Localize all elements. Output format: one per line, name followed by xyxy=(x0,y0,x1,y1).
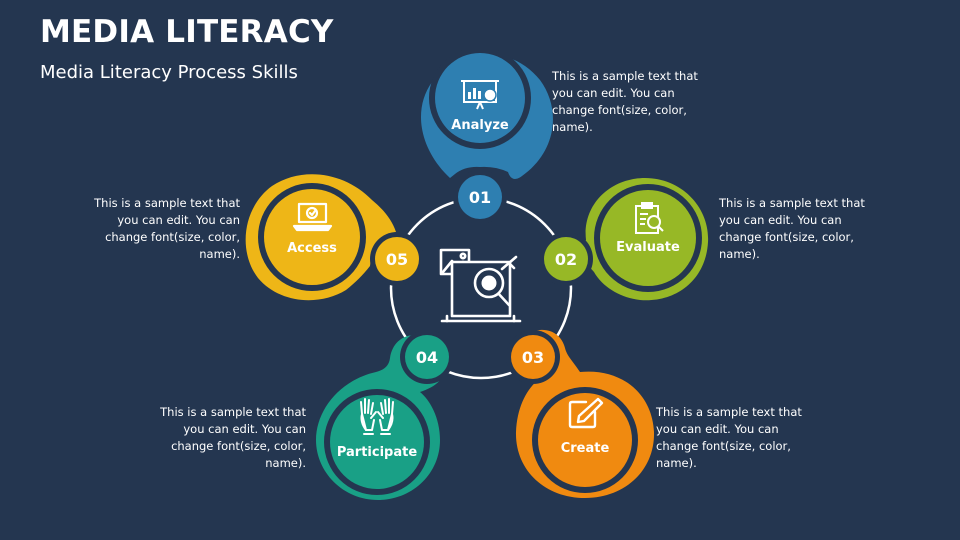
step-label: Participate xyxy=(337,445,417,460)
description-access: This is a sample text that you can edit.… xyxy=(94,196,240,261)
step-label: Create xyxy=(561,441,610,456)
laptop-check-icon xyxy=(292,202,333,232)
step-label: Access xyxy=(287,241,337,256)
step-number: 01 xyxy=(469,188,491,207)
clipboard-magnifier-icon xyxy=(635,202,664,234)
step-participate[interactable]: 04 Participate xyxy=(316,330,454,500)
description-participate: This is a sample text that you can edit.… xyxy=(160,405,306,470)
media-search-icon xyxy=(439,248,522,323)
description-analyze: This is a sample text that you can edit.… xyxy=(552,69,698,134)
presentation-chart-icon xyxy=(461,80,499,110)
page-title: MEDIA LITERACY xyxy=(40,14,334,50)
step-number: 04 xyxy=(416,348,438,367)
step-label: Analyze xyxy=(451,118,509,133)
step-create[interactable]: 03 Create xyxy=(506,329,655,498)
description-evaluate: This is a sample text that you can edit.… xyxy=(719,196,865,261)
step-analyze[interactable]: 01 Analyze xyxy=(420,47,553,224)
page-subtitle: Media Literacy Process Skills xyxy=(40,62,298,83)
step-number: 02 xyxy=(555,250,577,269)
step-number: 05 xyxy=(386,250,408,269)
edit-pencil-icon xyxy=(568,397,604,429)
step-number: 03 xyxy=(522,348,544,367)
step-evaluate[interactable]: 02 Evaluate xyxy=(539,178,709,301)
raised-hands-icon xyxy=(360,398,394,435)
step-access[interactable]: 05 Access xyxy=(245,174,424,301)
step-label: Evaluate xyxy=(616,240,680,255)
description-create: This is a sample text that you can edit.… xyxy=(656,405,802,470)
